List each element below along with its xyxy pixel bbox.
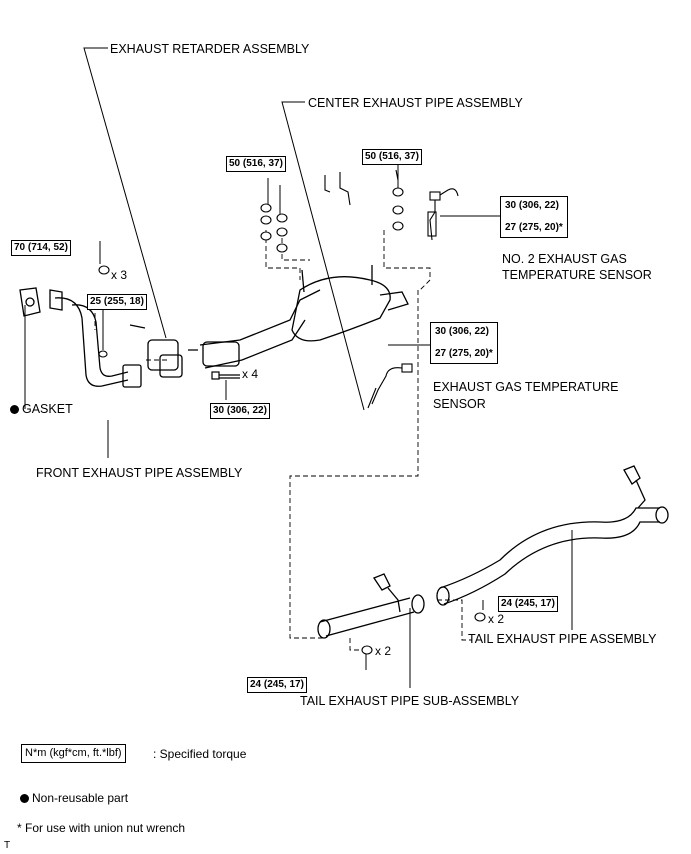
label-gas-sensor-1: EXHAUST GAS TEMPERATURE [433, 380, 619, 394]
label-no2-sensor-2: TEMPERATURE SENSOR [502, 268, 652, 282]
torque-30-bolt: 30 (306, 22) [210, 403, 270, 419]
dash-center-right [383, 230, 431, 291]
qty-x2-tail: x 2 [488, 612, 505, 626]
torque-24-tail: 24 (245, 17) [498, 596, 558, 612]
front-exhaust-pipe-shape [19, 287, 142, 388]
nuts [98, 187, 486, 655]
torque-50-right: 50 (516, 37) [362, 149, 422, 165]
dash-center-left [265, 230, 301, 280]
torque-24-sub: 24 (245, 17) [247, 677, 307, 693]
label-gasket: GASKET [10, 402, 73, 416]
dash-tail [437, 599, 472, 641]
torque-27-no2: 27 (275, 20)* [505, 222, 563, 233]
qty-x4: x 4 [242, 367, 259, 381]
qty-x2-sub: x 2 [375, 644, 392, 658]
torque-no2-sensor: 30 (306, 22) 27 (275, 20)* [500, 196, 568, 238]
torque-70: 70 (714, 52) [11, 240, 71, 256]
label-center-pipe: CENTER EXHAUST PIPE ASSEMBLY [308, 96, 523, 110]
label-front-pipe: FRONT EXHAUST PIPE ASSEMBLY [36, 466, 243, 480]
label-no2-sensor-1: NO. 2 EXHAUST GAS [502, 252, 627, 266]
bolt-shape [211, 371, 240, 380]
torque-50-left: 50 (516, 37) [226, 156, 286, 172]
legend-nonreusable: Non-reusable part [20, 791, 128, 805]
torque-27-sensor: 27 (275, 20)* [435, 348, 493, 359]
torque-30-sensor: 30 (306, 22) [435, 326, 489, 337]
torque-25: 25 (255, 18) [87, 294, 147, 310]
nonreusable-legend-icon [20, 794, 29, 804]
dash-connector [289, 290, 419, 639]
nonreusable-dot-icon [10, 405, 19, 415]
exhaust-retarder-shape [129, 324, 198, 378]
center-pipe-shape [199, 265, 409, 369]
label-gasket-text: GASKET [22, 402, 73, 416]
legend-torque-box: N*m (kgf*cm, ft.*lbf) [21, 744, 126, 763]
leader-center-pipe [281, 101, 365, 411]
label-tail-pipe: TAIL EXHAUST PIPE ASSEMBLY [468, 632, 657, 646]
torque-gas-sensor: 30 (306, 22) 27 (275, 20)* [430, 322, 498, 364]
gas-sensor-shape [367, 363, 413, 409]
torque-30-no2: 30 (306, 22) [505, 200, 559, 211]
label-tail-sub: TAIL EXHAUST PIPE SUB-ASSEMBLY [300, 694, 520, 708]
label-exhaust-retarder: EXHAUST RETARDER ASSEMBLY [110, 42, 310, 56]
tail-pipe-shape [436, 465, 669, 606]
corner-mark: T [4, 840, 11, 851]
legend-nonreusable-text: Non-reusable part [32, 791, 129, 805]
tail-sub-shape [317, 573, 425, 639]
qty-x3: x 3 [111, 268, 128, 282]
no2-sensor-shape [427, 188, 459, 241]
label-gas-sensor-2: SENSOR [433, 397, 486, 411]
leader-exhaust-retarder [83, 47, 167, 339]
legend-torque-desc: : Specified torque [153, 747, 247, 761]
legend-union-nut: * For use with union nut wrench [17, 821, 186, 835]
